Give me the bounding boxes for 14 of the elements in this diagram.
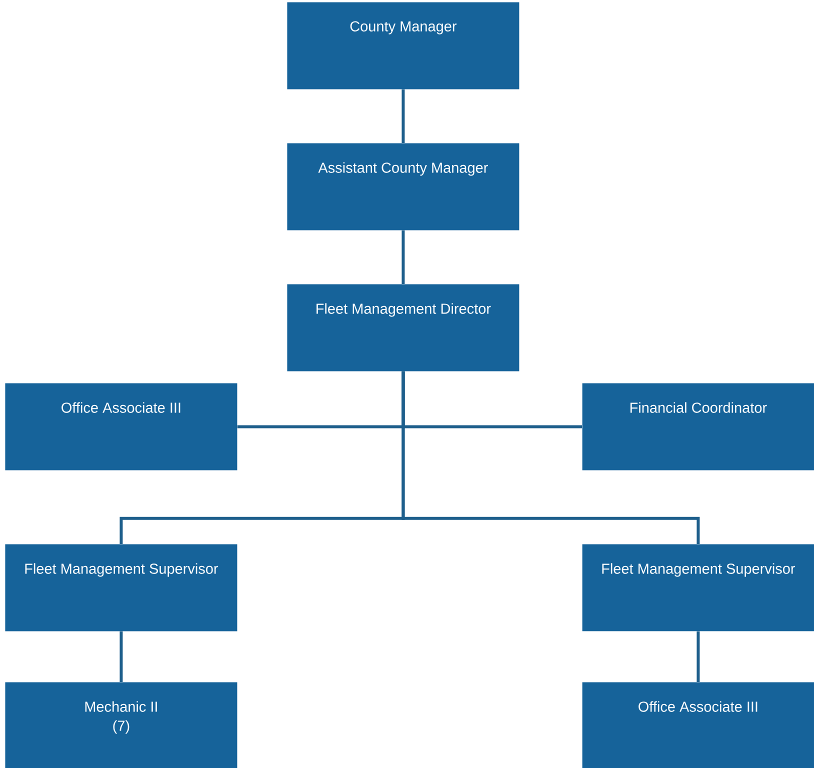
connector-line <box>120 631 123 682</box>
connector-line <box>402 230 405 284</box>
position-box: County Manager <box>287 2 520 90</box>
position-box: Fleet Management Supervisor <box>582 544 814 632</box>
connector-line <box>696 631 700 682</box>
position-box: Financial Coordinator <box>582 383 814 470</box>
position-box: Office Associate III <box>582 682 814 768</box>
position-box: Mechanic II (7) <box>5 682 238 768</box>
connector-line <box>402 89 405 143</box>
connector-line <box>402 371 700 544</box>
position-box: Fleet Management Supervisor <box>5 544 238 632</box>
position-box: Assistant County Manager <box>287 143 520 230</box>
position-box: Fleet Management Director <box>287 284 520 372</box>
position-box: Office Associate III <box>5 383 238 470</box>
